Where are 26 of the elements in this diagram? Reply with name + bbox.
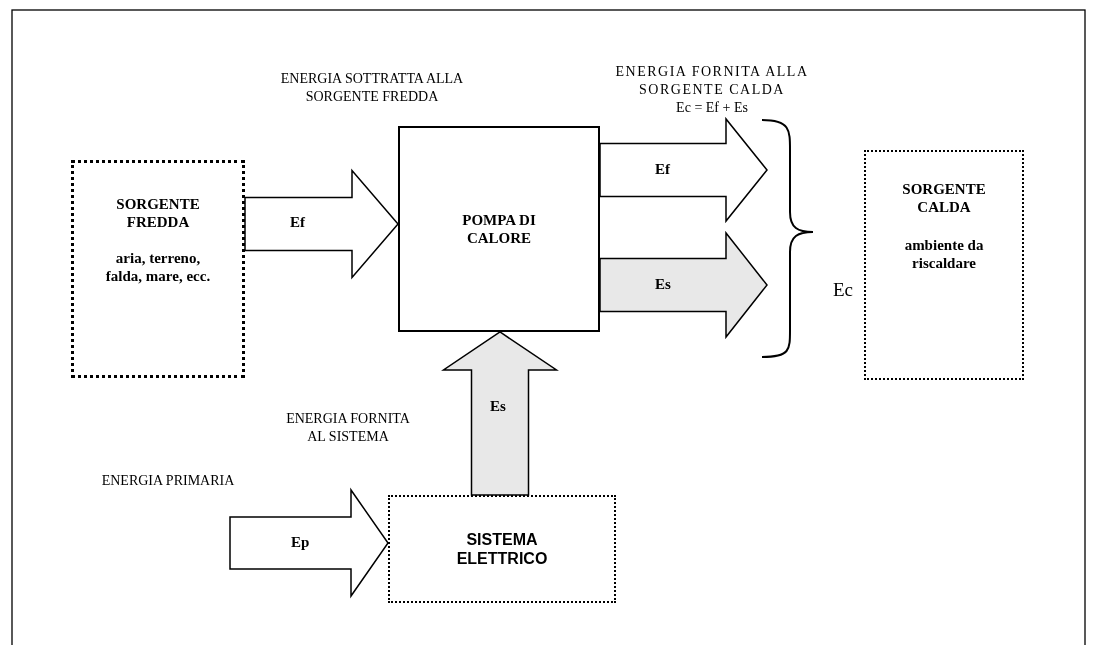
annotation-text: ENERGIA SOTTRATTA ALLA SORGENTE FREDDA xyxy=(279,70,465,105)
annotation-text: ENERGIA PRIMARIA xyxy=(101,472,235,490)
formula-text: Ec = Ef + Es xyxy=(676,99,748,117)
edge-label: Es xyxy=(490,398,506,415)
system-box xyxy=(388,495,616,603)
energy-label: Ec xyxy=(833,278,853,302)
annotation-text: ENERGIA FORNITA ALLA SORGENTE CALDA xyxy=(614,63,810,98)
block-arrow xyxy=(599,116,768,224)
node-title: SISTEMA ELETTRICO xyxy=(455,529,549,569)
node-title: SORGENTE CALDA xyxy=(901,180,987,216)
edge-label: Es xyxy=(655,276,671,293)
node-title: POMPA DI CALORE xyxy=(461,211,537,247)
source-box xyxy=(71,160,245,378)
block-arrow xyxy=(441,331,559,496)
edge-label: Ef xyxy=(290,214,305,231)
source-box xyxy=(864,150,1024,380)
node-description: ambiente da riscaldare xyxy=(903,236,985,272)
node-title: SORGENTE FREDDA xyxy=(115,195,201,231)
block-arrow xyxy=(229,487,389,599)
block-arrow xyxy=(599,230,768,340)
node-description: aria, terreno, falda, mare, ecc. xyxy=(104,249,212,285)
process-box xyxy=(398,126,600,332)
edge-label: Ep xyxy=(291,534,310,551)
block-arrow xyxy=(244,168,399,280)
edge-label: Ef xyxy=(655,161,670,178)
annotation-text: ENERGIA FORNITA AL SISTEMA xyxy=(285,410,411,445)
